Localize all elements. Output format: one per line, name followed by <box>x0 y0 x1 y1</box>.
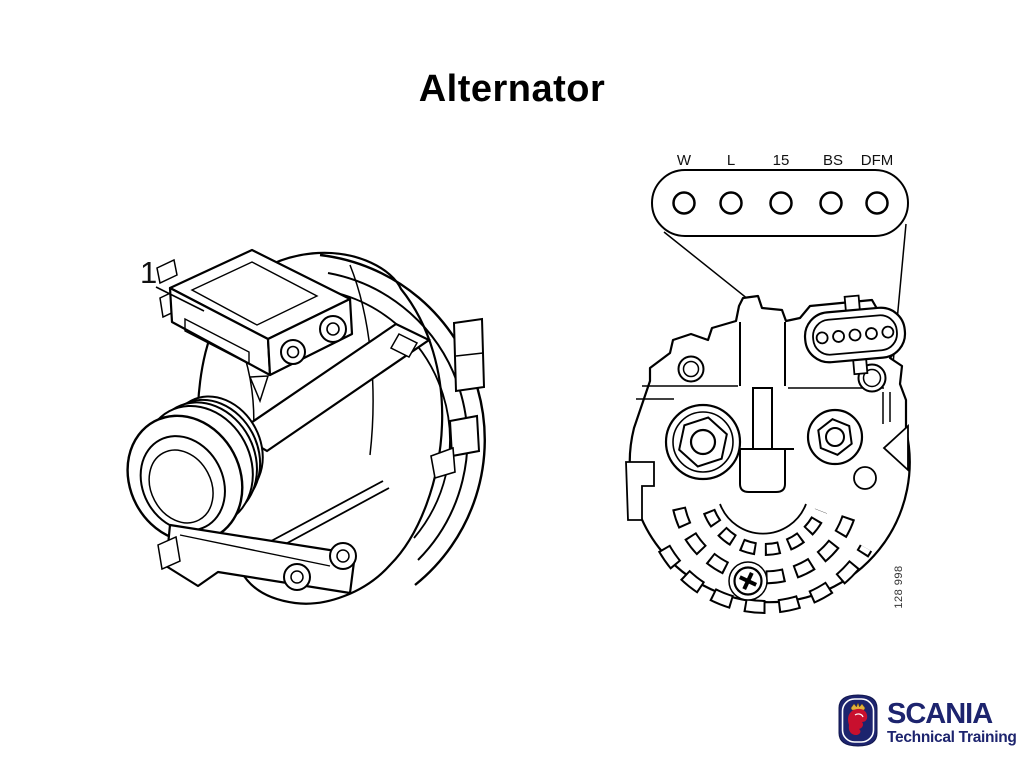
vent-slots <box>657 506 873 614</box>
center-stem <box>739 449 786 493</box>
multi-pin-connector <box>803 294 907 376</box>
terminal-pinout-key: W L 15 BS DFM <box>651 152 909 237</box>
mounting-bracket <box>157 523 357 595</box>
pin-hole-l <box>719 191 743 215</box>
scania-badge-icon <box>838 694 878 747</box>
terminal-label-dfm: DFM <box>861 152 894 169</box>
right-edge-notch <box>882 423 909 473</box>
logo-subtitle-text: Technical Training <box>887 728 1017 746</box>
rear-mounting-tabs <box>430 317 486 480</box>
round-boss <box>853 466 877 490</box>
alternator-perspective-figure: 1 <box>126 248 486 605</box>
logo-brand-text: SCANIA <box>887 698 993 730</box>
tensioner-strap <box>233 322 432 555</box>
terminal-label-w: W <box>677 152 692 169</box>
hex-boss-left <box>664 403 742 481</box>
left-edge-notch <box>625 461 655 521</box>
center-slot <box>752 387 773 450</box>
pin-hole-bs <box>819 191 843 215</box>
pulley <box>126 395 264 543</box>
voltage-regulator-box <box>156 248 354 404</box>
bolt-lug-left <box>677 355 705 383</box>
scania-logo: SCANIA Technical Training <box>836 694 1017 747</box>
callout-leader-line <box>155 286 205 312</box>
drawing-number: 128 998 <box>893 565 905 609</box>
stem-arc <box>719 503 807 535</box>
pin-hole-15 <box>769 191 793 215</box>
callout-number: 1 <box>140 255 157 290</box>
housing-details <box>636 322 891 424</box>
slide-title: Alternator <box>418 68 606 110</box>
phillips-screw <box>728 561 768 601</box>
terminal-label-l: L <box>727 152 735 169</box>
terminal-label-bs: BS <box>823 152 843 169</box>
alternator-rear-figure: W L 15 BS DFM <box>625 152 911 614</box>
pin-hole-w <box>672 191 696 215</box>
pin-hole-dfm <box>865 191 889 215</box>
terminal-label-15: 15 <box>773 152 790 169</box>
hex-boss-right <box>806 408 864 466</box>
callout-1: 1 <box>140 255 205 312</box>
